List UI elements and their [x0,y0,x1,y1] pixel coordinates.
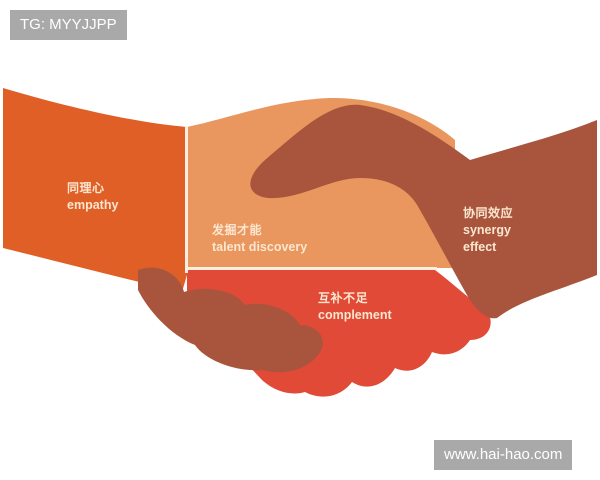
complement-label-en: complement [318,308,392,322]
right-fingers-shape [138,267,323,373]
empathy-label-en: empathy [67,198,119,212]
watermark-bottom: www.hai-hao.com [434,440,573,470]
talent-discovery-label-zh: 发掘才能 [212,223,263,237]
divider-vertical [185,127,188,273]
synergy-label-en-2: effect [463,240,497,254]
right-hand-shape [250,104,598,319]
synergy-label-en-1: synergy [463,223,511,237]
complement-label: 互补不足 complement [318,290,392,324]
left-cuff-shape [3,88,187,292]
talent-discovery-label: 发掘才能 talent discovery [212,222,307,256]
empathy-label-zh: 同理心 [67,181,105,195]
talent-discovery-label-en: talent discovery [212,240,308,254]
divider-horizontal [185,267,437,270]
empathy-label: 同理心 empathy [67,180,118,214]
complement-label-zh: 互补不足 [318,291,369,305]
synergy-label: 协同效应 synergy effect [463,205,513,256]
synergy-label-zh: 协同效应 [463,206,514,220]
watermark-top: TG: MYYJJPP [10,10,127,40]
